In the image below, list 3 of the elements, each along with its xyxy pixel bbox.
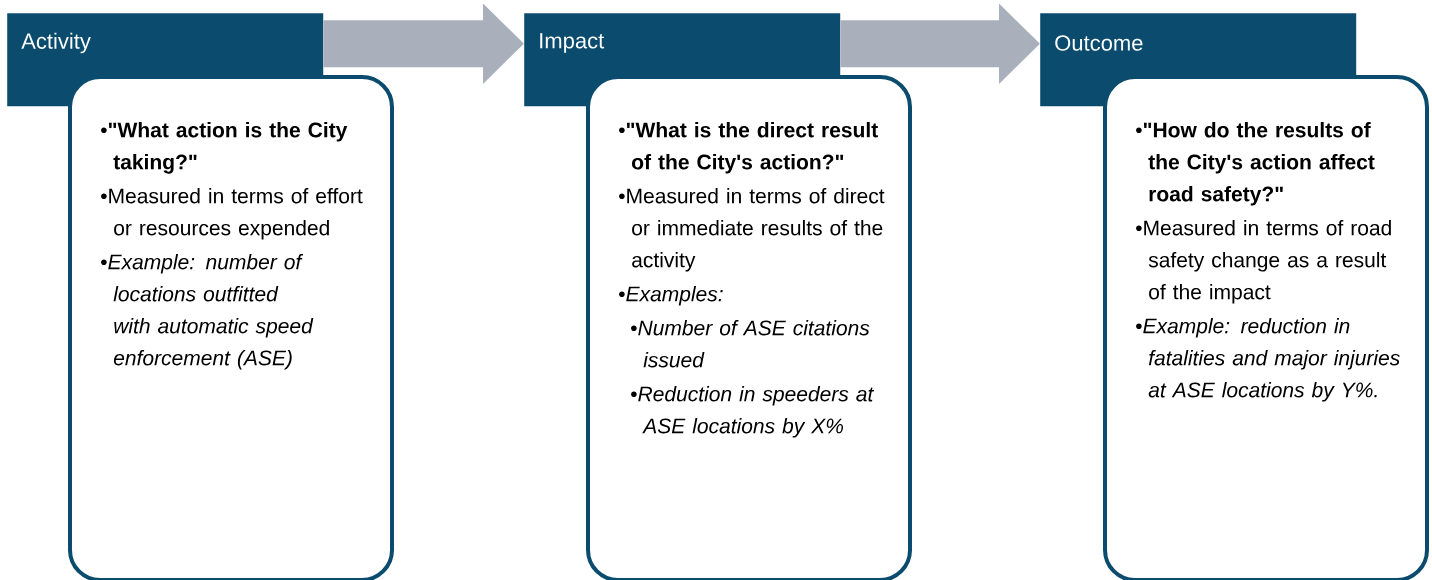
text-box: •"What is the direct result of the City's action?" •Measured in terms of direct or immediate results of the activity •Examples: •Number of ASE citations issued •Reduction in speeders at ASE locations by X% [586, 75, 912, 580]
text-box: •"What action is the City taking?" •Measured in terms of effort or resources expended •Example: number of locations outfitted with automatic speed enforcement (ASE) [68, 75, 394, 580]
text-box: •"How do the results of the City's action affect road safety?" •Measured in terms of road safety change as a result of the impact •Example: reduction in fatalities and major injuries at ASE locations by Y%. [1103, 75, 1429, 580]
